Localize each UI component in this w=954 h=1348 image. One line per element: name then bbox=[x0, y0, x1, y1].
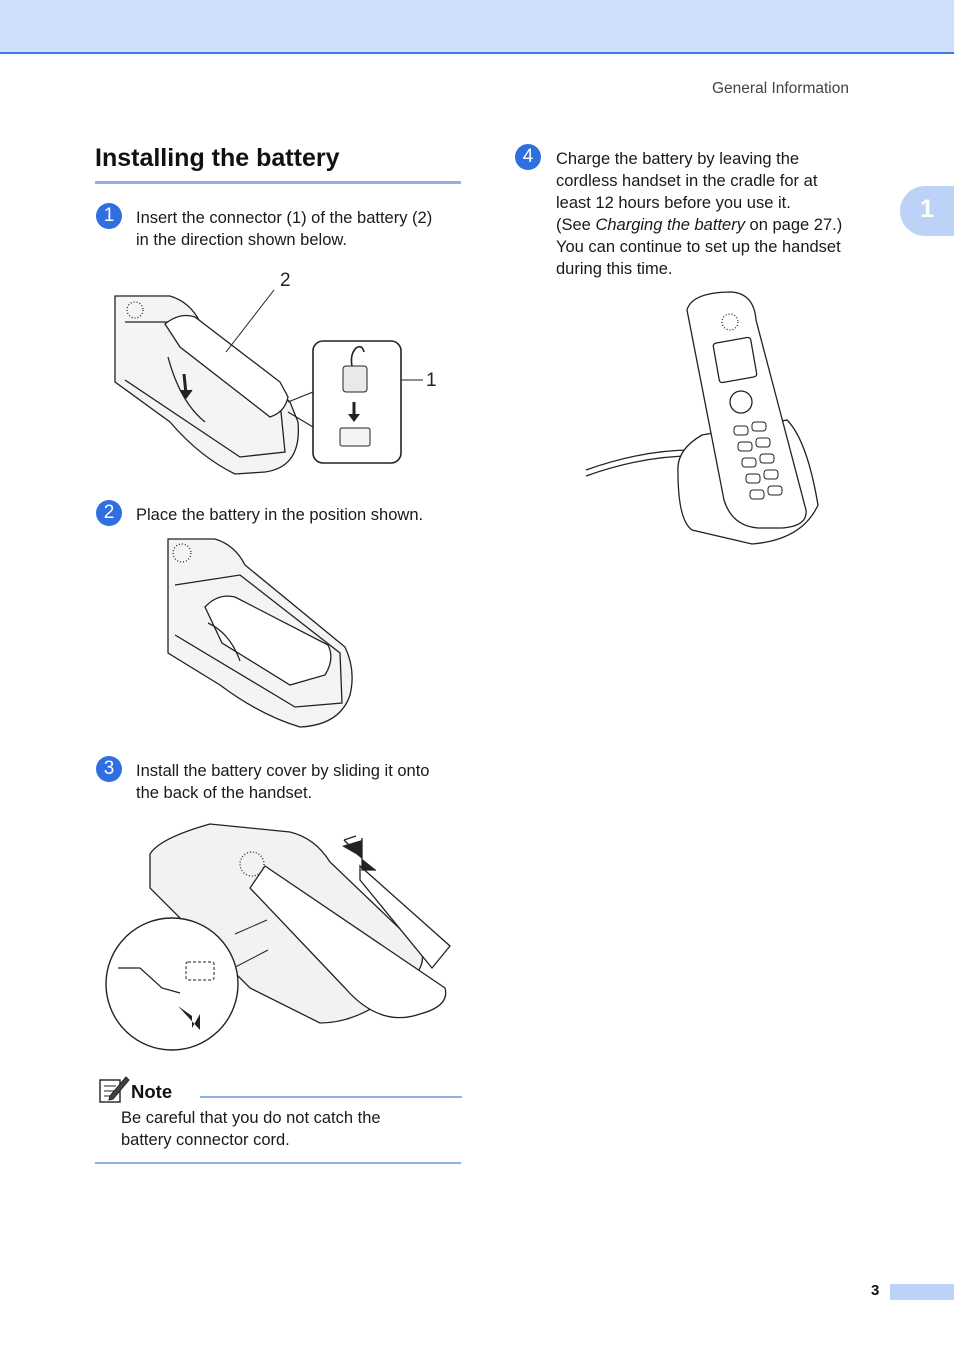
chapter-number: 1 bbox=[920, 195, 934, 223]
callout-connector-number: 1 bbox=[426, 370, 437, 391]
step-3-badge: 3 bbox=[96, 756, 122, 782]
note-top-rule bbox=[200, 1096, 462, 1098]
step-3-line: Install the battery cover by sliding it … bbox=[136, 762, 430, 780]
step-1-line: Insert the connector (1) of the battery … bbox=[136, 209, 433, 227]
step-4-line: Charge the battery by leaving the bbox=[556, 150, 800, 168]
chapter-tab: 1 bbox=[900, 186, 954, 236]
step-2-line: Place the battery in the position shown. bbox=[136, 506, 424, 524]
step-4-text: Charge the battery by leaving the cordle… bbox=[556, 148, 896, 280]
note-bottom-rule bbox=[95, 1162, 461, 1164]
note-header: Note bbox=[96, 1072, 462, 1106]
step-1-text: Insert the connector (1) of the battery … bbox=[136, 207, 466, 251]
connector-inset bbox=[287, 340, 423, 464]
step-4-badge: 4 bbox=[515, 144, 541, 170]
step-3-line: the back of the handset. bbox=[136, 784, 313, 802]
page-number-band bbox=[890, 1284, 954, 1300]
step-4-line: least 12 hours before you use it. bbox=[556, 194, 791, 212]
step-1-badge: 1 bbox=[96, 203, 122, 229]
figure-slide-cover bbox=[105, 823, 451, 1051]
step-2-text: Place the battery in the position shown. bbox=[136, 504, 466, 526]
handset-back-open-drawing bbox=[114, 295, 300, 475]
slide-direction-arrow bbox=[342, 840, 376, 870]
running-header: General Information bbox=[712, 80, 849, 97]
step-4-line: cordless handset in the cradle for at bbox=[556, 172, 818, 190]
top-header-band bbox=[0, 0, 954, 54]
step-4-line: during this time. bbox=[556, 260, 673, 278]
note-body: Be careful that you do not catch the bat… bbox=[121, 1107, 441, 1151]
step-4-line: You can continue to set up the handset bbox=[556, 238, 841, 256]
figure-handset-in-cradle bbox=[585, 291, 819, 545]
detail-circle-inset bbox=[105, 917, 269, 1051]
callout-battery-number: 2 bbox=[280, 270, 291, 291]
section-title: Installing the battery bbox=[95, 144, 340, 172]
cross-reference-link[interactable]: Charging the battery bbox=[595, 216, 745, 234]
note-pencil-icon bbox=[99, 1076, 130, 1103]
section-title-rule bbox=[95, 181, 461, 184]
figure-insert-connector: 2 1 bbox=[114, 270, 437, 475]
step-1-line: in the direction shown below. bbox=[136, 231, 347, 249]
figure-battery-placed bbox=[167, 538, 353, 728]
note-line: Be careful that you do not catch the bbox=[121, 1109, 381, 1127]
page-number: 3 bbox=[871, 1282, 880, 1299]
battery-callout: 2 bbox=[225, 270, 291, 353]
step-4-cross-reference: (See Charging the battery on page 27.) bbox=[556, 216, 843, 234]
step-3-text: Install the battery cover by sliding it … bbox=[136, 760, 466, 804]
step-2-badge: 2 bbox=[96, 500, 122, 526]
note-line: battery connector cord. bbox=[121, 1131, 290, 1149]
note-label: Note bbox=[131, 1081, 173, 1102]
